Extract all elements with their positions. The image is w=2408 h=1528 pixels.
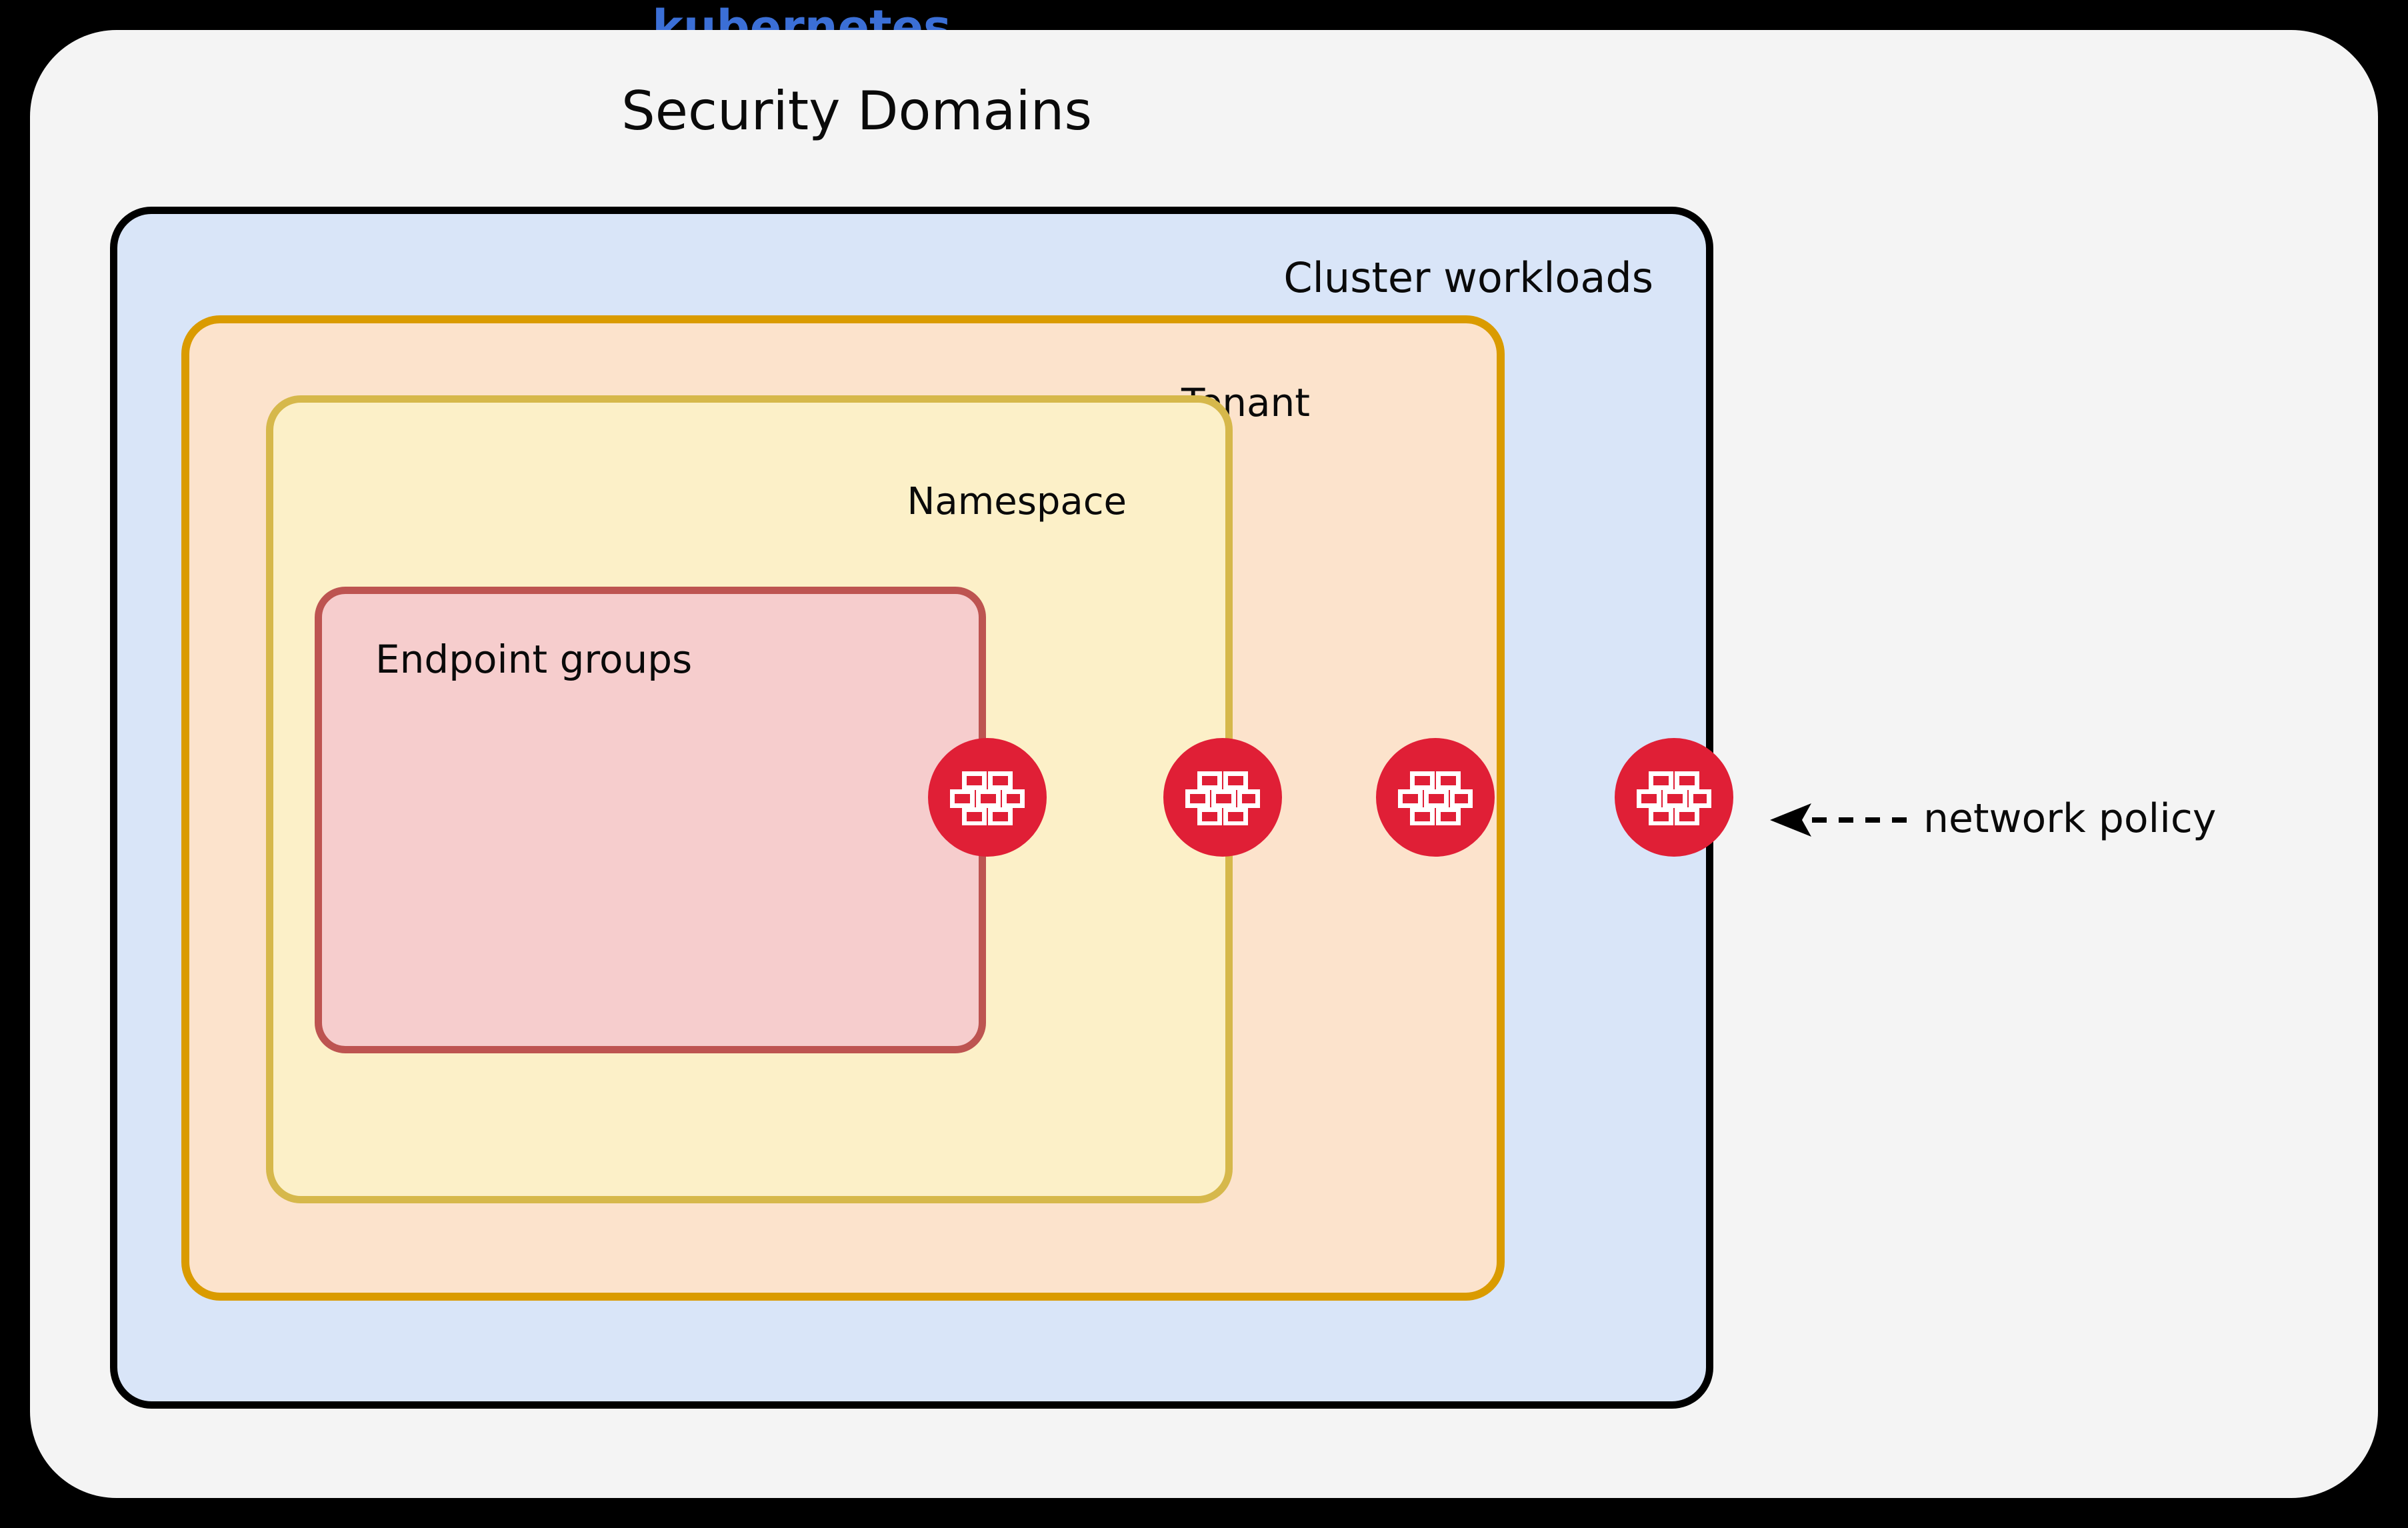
endpoint-groups-box <box>315 587 986 1053</box>
firewall-brick-icon <box>950 769 1025 825</box>
firewall-icon-namespace[interactable] <box>1163 738 1282 857</box>
firewall-icon-tenant[interactable] <box>1376 738 1495 857</box>
network-policy-arrow-icon <box>1770 803 1907 837</box>
firewall-brick-icon <box>1398 769 1473 825</box>
endpoint-groups-label: Endpoint groups <box>375 637 693 682</box>
firewall-icon-endpoint-groups[interactable] <box>928 738 1047 857</box>
firewall-brick-icon <box>1637 769 1711 825</box>
cluster-workloads-label: Cluster workloads <box>1283 253 1653 302</box>
firewall-brick-icon <box>1185 769 1260 825</box>
firewall-icon-cluster-workloads[interactable] <box>1615 738 1733 857</box>
network-policy-label: network policy <box>1923 795 2217 842</box>
security-domains-label: Security Domains <box>621 80 1093 142</box>
namespace-label: Namespace <box>907 480 1127 523</box>
